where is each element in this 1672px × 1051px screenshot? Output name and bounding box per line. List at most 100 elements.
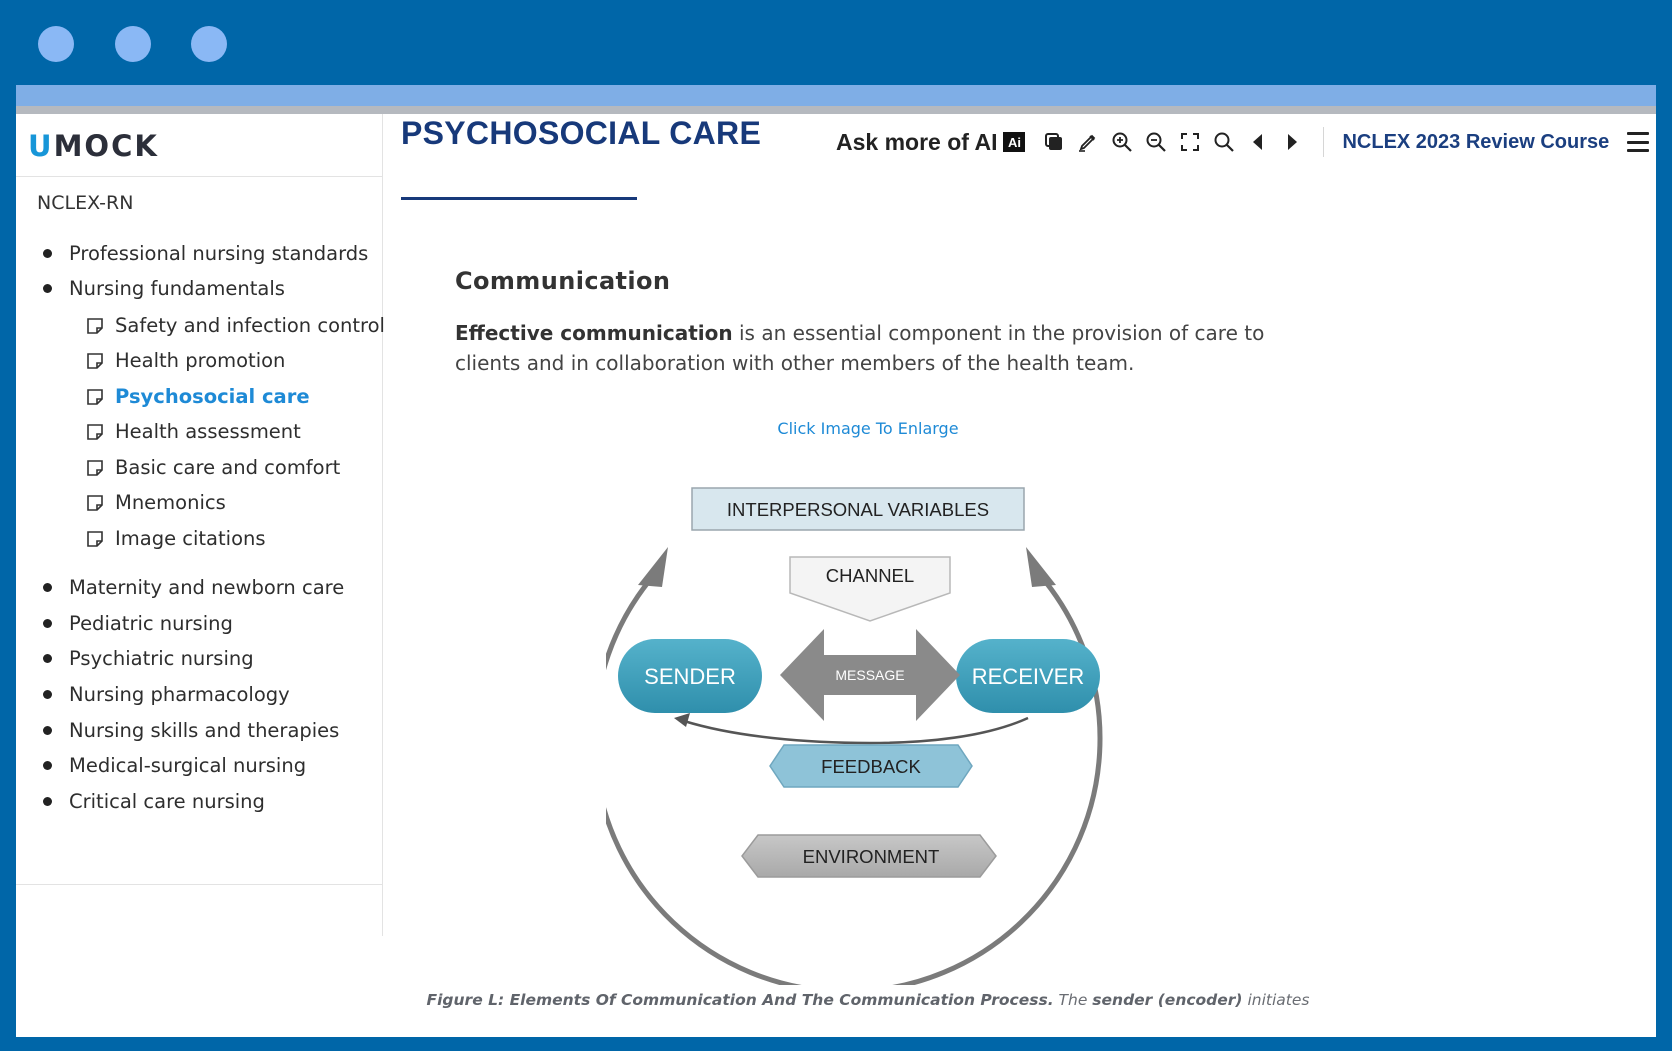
- para-bold-term: Effective communication: [455, 321, 733, 345]
- figure-caption: Figure L: Elements Of Communication And …: [16, 991, 1656, 1009]
- feedback-curve: [683, 716, 1029, 745]
- sidebar-item-critical-care-nursing[interactable]: Critical care nursing: [42, 790, 265, 813]
- sidebar-item-medical-surgical-nursing[interactable]: Medical-surgical nursing: [42, 754, 306, 777]
- bullet-icon: [43, 690, 52, 699]
- note-icon: [87, 459, 103, 476]
- loop-arrowhead-right: [1026, 547, 1056, 587]
- copy-icon[interactable]: [1042, 130, 1066, 154]
- para-text: is an essential component in the provisi…: [455, 321, 1265, 375]
- note-icon: [87, 388, 103, 405]
- note-icon: [87, 494, 103, 511]
- environment-shape: [741, 834, 997, 878]
- sidebar-subitem-label: Image citations: [115, 527, 266, 550]
- logo[interactable]: UMOCK: [28, 129, 159, 163]
- zoom-in-icon[interactable]: [1110, 130, 1134, 154]
- sidebar-item-pediatric-nursing[interactable]: Pediatric nursing: [42, 612, 233, 635]
- receiver-label: RECEIVER: [972, 664, 1084, 689]
- sidebar-subitem-safety-and-infection-control[interactable]: Safety and infection control: [86, 314, 385, 337]
- channel-label: CHANNEL: [826, 565, 914, 586]
- note-icon: [87, 423, 103, 440]
- sidebar-item-label: Nursing fundamentals: [69, 277, 285, 300]
- sidebar-item-professional-nursing-standards[interactable]: Professional nursing standards: [42, 242, 368, 265]
- logo-text: MOCK: [53, 129, 159, 163]
- sidebar-subitem-mnemonics[interactable]: Mnemonics: [86, 491, 226, 514]
- logo-mark: U: [28, 129, 54, 163]
- feedback-label: FEEDBACK: [821, 756, 921, 777]
- communication-diagram[interactable]: INTERPERSONAL VARIABLES CHANNEL SENDER R…: [606, 475, 1146, 985]
- sidebar-item-nursing-pharmacology[interactable]: Nursing pharmacology: [42, 683, 290, 706]
- sidebar-subitem-health-assessment[interactable]: Health assessment: [86, 420, 301, 443]
- search-icon[interactable]: [1212, 130, 1236, 154]
- sidebar-item-label: Pediatric nursing: [69, 612, 233, 635]
- loop-arrowhead-left: [638, 547, 668, 587]
- highlighter-icon[interactable]: [1076, 130, 1100, 154]
- menu-icon[interactable]: [1627, 132, 1650, 152]
- sidebar-bottom-divider: [16, 884, 383, 885]
- sidebar-subitem-basic-care-and-comfort[interactable]: Basic care and comfort: [86, 456, 340, 479]
- sidebar-subitem-psychosocial-care[interactable]: Psychosocial care: [86, 385, 310, 408]
- zoom-out-icon[interactable]: [1144, 130, 1168, 154]
- previous-icon[interactable]: [1246, 130, 1270, 154]
- receiver-node: [956, 639, 1100, 713]
- ai-icon[interactable]: Ai: [1003, 132, 1026, 152]
- note-icon: [87, 530, 103, 547]
- sidebar-item-label: Nursing pharmacology: [69, 683, 290, 706]
- sidebar-subitem-label: Psychosocial care: [115, 385, 310, 408]
- fullscreen-icon[interactable]: [1178, 130, 1202, 154]
- breadcrumb[interactable]: NCLEX-RN: [37, 192, 134, 214]
- sender-label: SENDER: [644, 664, 736, 689]
- window-dot-3[interactable]: [191, 26, 227, 62]
- bullet-icon: [43, 249, 52, 258]
- sidebar-subitem-label: Health promotion: [115, 349, 286, 372]
- window-dot-1[interactable]: [38, 26, 74, 62]
- sidebar-subitem-image-citations[interactable]: Image citations: [86, 527, 266, 550]
- window-dot-2[interactable]: [115, 26, 151, 62]
- interpersonal-variables-label: INTERPERSONAL VARIABLES: [727, 499, 989, 520]
- bullet-icon: [43, 761, 52, 770]
- page-title: PSYCHOSOCIAL CARE: [401, 115, 762, 151]
- sender-node: [618, 639, 762, 713]
- note-icon: [87, 352, 103, 369]
- environment-label: ENVIRONMENT: [803, 846, 940, 867]
- bullet-icon: [43, 726, 52, 735]
- tab-bar: [16, 85, 1656, 106]
- caption-text: The: [1053, 991, 1093, 1009]
- message-arrow: [780, 629, 960, 721]
- intro-paragraph: Effective communication is an essential …: [455, 318, 1285, 378]
- note-icon: [87, 317, 103, 334]
- sidebar-divider: [16, 176, 383, 177]
- message-label: MESSAGE: [835, 667, 904, 683]
- sidebar-item-label: Medical-surgical nursing: [69, 754, 307, 777]
- caption-text: initiates: [1242, 991, 1310, 1009]
- sidebar-item-nursing-skills-and-therapies[interactable]: Nursing skills and therapies: [42, 719, 339, 742]
- sidebar-item-label: Critical care nursing: [69, 790, 265, 813]
- menu-line: [1627, 132, 1650, 135]
- bullet-icon: [43, 284, 52, 293]
- interpersonal-variables-box: [691, 487, 1025, 531]
- sidebar-subitem-label: Basic care and comfort: [115, 456, 341, 479]
- sidebar-item-label: Psychiatric nursing: [69, 647, 254, 670]
- bullet-icon: [43, 583, 52, 592]
- bullet-icon: [43, 797, 52, 806]
- ask-ai-button[interactable]: Ask more of AI: [836, 128, 998, 155]
- process-loop-arc: [606, 573, 1103, 985]
- sidebar-item-psychiatric-nursing[interactable]: Psychiatric nursing: [42, 647, 254, 670]
- title-underline: [401, 197, 637, 200]
- course-link[interactable]: NCLEX 2023 Review Course: [1342, 130, 1610, 153]
- sidebar-item-label: Professional nursing standards: [69, 242, 369, 265]
- browser-window: UMOCK NCLEX-RN Professional nursing stan…: [16, 85, 1656, 1037]
- sidebar-subitem-health-promotion[interactable]: Health promotion: [86, 349, 285, 372]
- next-icon[interactable]: [1280, 130, 1304, 154]
- sidebar-item-nursing-fundamentals[interactable]: Nursing fundamentals: [42, 277, 285, 300]
- toolbar-divider: [1323, 127, 1325, 157]
- toolbar: Ask more of AI Ai NCLEX 2023 Review Cour…: [836, 127, 1650, 157]
- sidebar-item-label: Nursing skills and therapies: [69, 719, 340, 742]
- caption-title: Figure L: Elements Of Communication And …: [426, 991, 1054, 1009]
- sidebar-item-maternity-and-newborn-care[interactable]: Maternity and newborn care: [42, 576, 344, 599]
- sidebar-subitem-label: Health assessment: [115, 420, 301, 443]
- caption-term: sender (encoder): [1092, 991, 1243, 1009]
- feedback-shape: [769, 744, 973, 788]
- sidebar-item-label: Maternity and newborn care: [69, 576, 345, 599]
- feedback-arrowhead-icon: [674, 713, 690, 727]
- enlarge-image-link[interactable]: Click Image To Enlarge: [777, 419, 959, 438]
